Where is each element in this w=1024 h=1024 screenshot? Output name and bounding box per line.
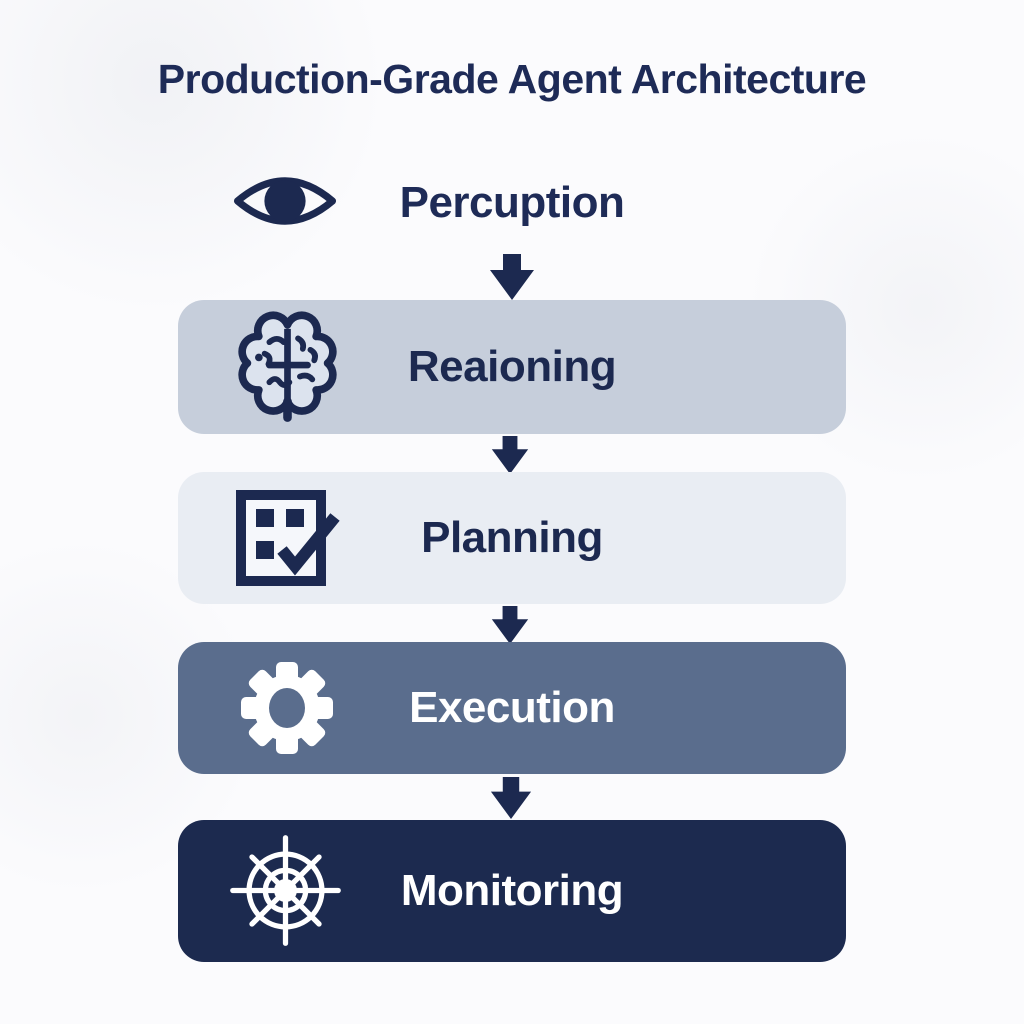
eye-icon [233, 168, 337, 234]
step-execution: Execution [178, 642, 846, 774]
gear-icon [237, 658, 337, 758]
down-arrow-icon [484, 436, 540, 474]
step-perception: Percuption [178, 158, 846, 248]
page-title: Production-Grade Agent Architecture [157, 56, 867, 102]
brain-icon [235, 308, 340, 426]
step-monitoring: Monitoring [178, 820, 846, 962]
checklist-icon [232, 488, 342, 588]
step-planning: Planning [178, 472, 846, 604]
step-label: Monitoring [400, 866, 624, 915]
step-label: Execution [409, 683, 615, 732]
down-arrow-icon [484, 777, 540, 819]
step-label: Reaioning [407, 342, 617, 391]
step-label: Planning [421, 513, 603, 562]
down-arrow-icon [484, 606, 540, 644]
radar-web-icon [228, 833, 343, 948]
step-label: Percuption [399, 178, 625, 227]
step-reasoning: Reaioning [178, 300, 846, 434]
down-arrow-icon [484, 254, 540, 300]
